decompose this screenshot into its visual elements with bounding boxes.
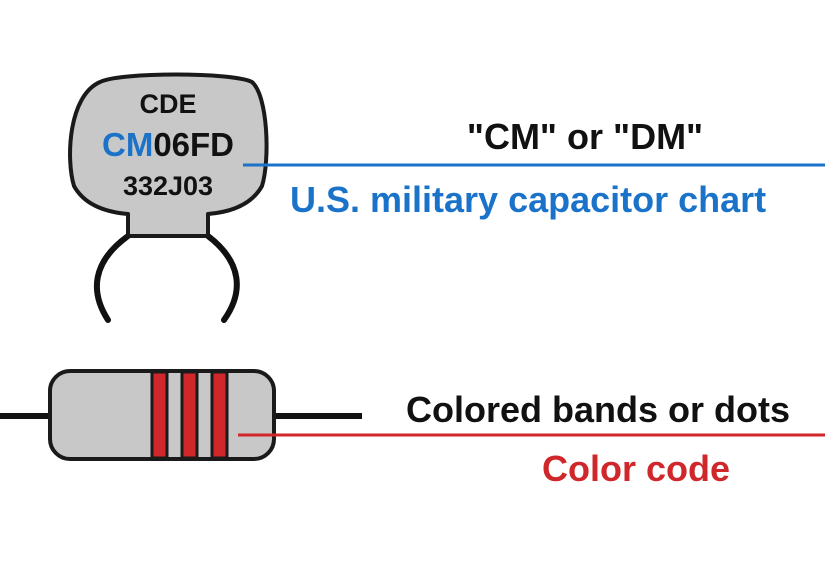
capacitor-right-lead <box>205 233 240 323</box>
cm-dm-label: "CM" or "DM" <box>467 116 703 157</box>
color-band-3 <box>210 370 229 460</box>
mica-capacitor: CDE CM06FD 332J03 <box>68 72 269 323</box>
capacitor-code-text: CM06FD <box>102 126 234 163</box>
color-band-2 <box>180 370 199 460</box>
capacitor-code-suffix: 06FD <box>153 126 234 163</box>
axial-component <box>0 369 362 461</box>
capacitor-code-line2-text: 332J03 <box>123 171 213 201</box>
bands-label: Colored bands or dots <box>406 389 790 430</box>
color-code-label: Color code <box>542 448 730 489</box>
capacitor-left-lead <box>93 233 131 323</box>
capacitor-brand-text: CDE <box>139 89 196 119</box>
capacitor-code-prefix: CM <box>102 126 153 163</box>
capacitor-body <box>68 72 269 238</box>
color-band-1 <box>150 370 169 460</box>
military-chart-label: U.S. military capacitor chart <box>290 179 766 220</box>
